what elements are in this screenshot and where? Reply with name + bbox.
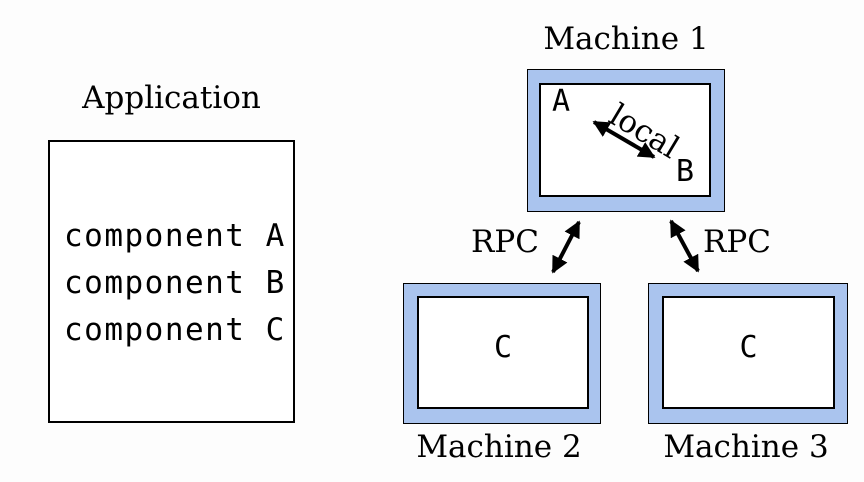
- machine3-component-c: C: [739, 330, 758, 365]
- machine2-component-c: C: [493, 330, 513, 365]
- component-a-label: component A: [64, 218, 286, 254]
- rpc-arrow-right: [669, 219, 700, 273]
- rpc-arrow-left: [551, 220, 581, 274]
- machine1-title: Machine 1: [543, 21, 709, 57]
- application-title: Application: [82, 80, 261, 116]
- component-list: component A component B component C: [64, 213, 286, 354]
- application-box: component A component B component C: [48, 140, 295, 423]
- machine3-title: Machine 3: [663, 429, 829, 465]
- machine2-title: Machine 2: [416, 429, 582, 465]
- component-b-label: component B: [64, 265, 286, 301]
- machine3-inner-box: [662, 296, 835, 409]
- component-c-label: component C: [64, 312, 286, 348]
- machine1-component-b: B: [676, 154, 695, 189]
- rpc-left-label: RPC: [471, 224, 539, 260]
- machine1-component-a: A: [552, 84, 571, 119]
- machine2-inner-box: [417, 296, 589, 409]
- rpc-right-label: RPC: [703, 224, 771, 260]
